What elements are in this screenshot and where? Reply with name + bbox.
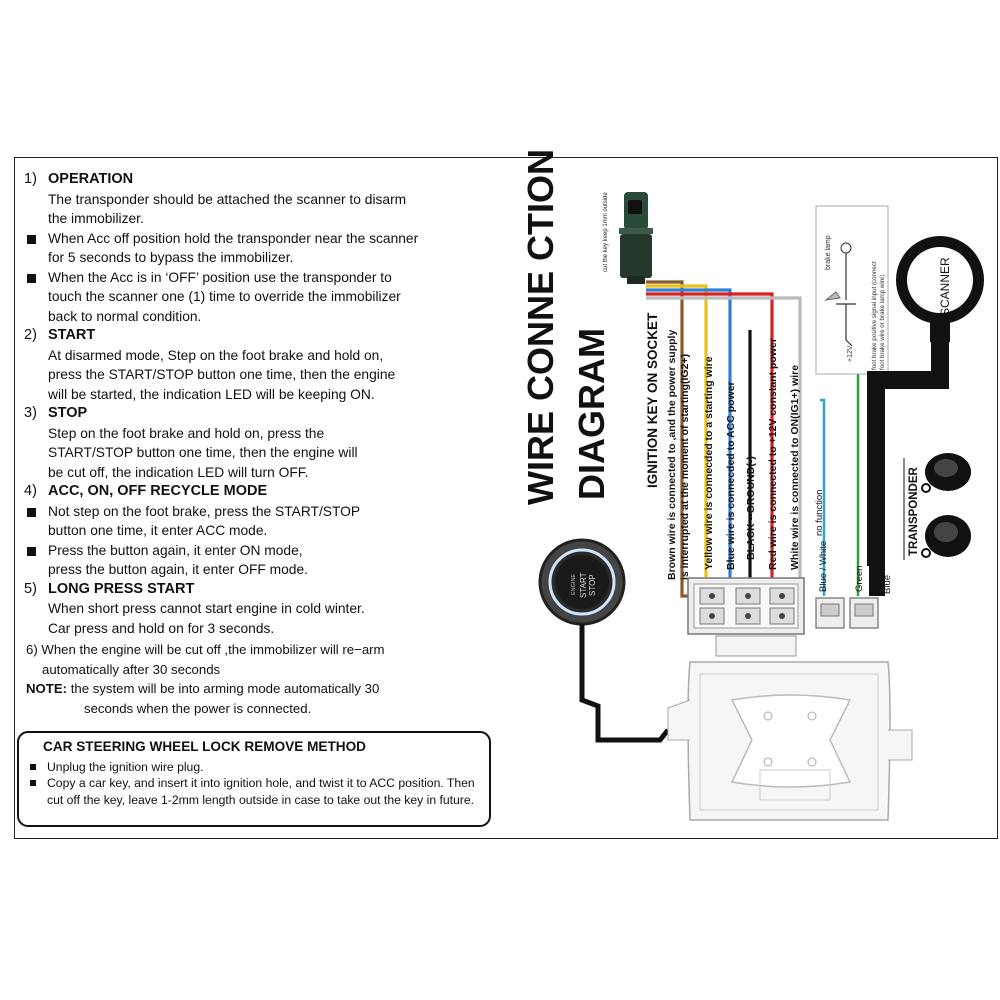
diagram-title-line2: DIAGRAM xyxy=(571,328,612,500)
body-line: press the button again, it enter OFF mod… xyxy=(48,562,308,577)
section-number: 1) xyxy=(24,171,37,187)
section-heading: 3) STOP xyxy=(24,404,504,424)
body-line: button one time, it enter ACC mode. xyxy=(48,523,268,538)
section-number: 3) xyxy=(24,405,37,421)
lock-box-item: Unplug the ignition wire plug. xyxy=(30,759,481,776)
wire-label-brown-2: is interrupted at the moment of starting… xyxy=(679,354,691,580)
label-plus12v: +12V xyxy=(847,345,854,362)
section-title: START xyxy=(48,327,96,343)
label-blue: Blue xyxy=(882,575,893,594)
body-line: back to normal condition. xyxy=(48,308,202,324)
label-foot-brake-2: foot brake wire or brake lamp wire) xyxy=(879,275,886,370)
label-transponder: TRANSPONDER xyxy=(908,466,920,556)
section-title: STOP xyxy=(48,405,88,421)
section-number: 4) xyxy=(24,483,37,499)
body-line: be cut off, the indication LED will turn… xyxy=(48,464,309,480)
label-no-function: no function xyxy=(814,490,825,536)
label-foot-brake-1: foot brake positive signal input (connec… xyxy=(871,261,878,370)
steering-lock-box: CAR STEERING WHEEL LOCK REMOVE METHOD Un… xyxy=(17,731,491,827)
body-line: At disarmed mode, Step on the foot brake… xyxy=(48,347,384,363)
body-line: The transponder should be attached the s… xyxy=(48,191,407,207)
ignition-key-icon xyxy=(619,192,653,284)
section-title: LONG PRESS START xyxy=(48,580,195,597)
label-brake-lamp: brake lamp xyxy=(825,235,832,270)
body-line: the immobilizer. xyxy=(48,211,144,226)
section-title: OPERATION xyxy=(48,171,134,187)
note-line: seconds when the power is connected. xyxy=(84,700,312,716)
diagram-frame xyxy=(14,157,998,839)
diagram-title-line1: WIRE CONNE CTION xyxy=(520,149,561,505)
wire-label-red: Red wire is connected to +12V constant p… xyxy=(767,338,779,570)
note-line: the system will be into arming mode auto… xyxy=(67,681,380,696)
body-line: touch the scanner one (1) time to overri… xyxy=(48,289,401,304)
lock-box-title: CAR STEERING WHEEL LOCK REMOVE METHOD xyxy=(43,739,366,754)
label-blue-white: Blue / White xyxy=(818,541,829,592)
brake-lamp-box xyxy=(815,205,889,375)
control-module xyxy=(667,635,913,821)
body-line: for 5 seconds to bypass the immobilizer. xyxy=(48,250,294,265)
diagram-title: WIRE CONNE CTION xyxy=(520,149,561,505)
lock-box-item: Copy a car key, and insert it into ignit… xyxy=(30,775,481,808)
wire-label-blue: Blue wire is connecded to ACC power xyxy=(725,381,737,570)
section-title: ACC, ON, OFF RECYCLE MODE xyxy=(48,483,268,499)
section-heading: 5) LONG PRESS START xyxy=(24,580,504,600)
wire-labels: Brown wire is connected to ,and the powe… xyxy=(666,330,801,580)
key-caption: cut the key keep 1mm outside xyxy=(603,192,609,272)
wire-label-yellow: Yellow wire is connecded to a starting w… xyxy=(703,356,715,570)
body-line: press the START/STOP button one time, th… xyxy=(48,367,396,382)
wire-label-brown: Brown wire is connected to ,and the powe… xyxy=(666,330,678,580)
wire-label-white: White wire is connected to ON(IG1+) wire xyxy=(789,365,801,570)
item-6-line: automatically after 30 seconds xyxy=(42,661,221,677)
body-line: START/STOP button one time, then the eng… xyxy=(48,445,358,460)
wire-connector-6pin xyxy=(687,577,805,635)
body-line: will be started, the indication LED will… xyxy=(48,386,375,402)
section-heading: 2) START xyxy=(24,326,504,346)
bullet-line: When Acc off position hold the transpond… xyxy=(24,229,504,249)
note: NOTE: the system will be into arming mod… xyxy=(24,679,504,718)
scanner-icon xyxy=(867,236,984,566)
connector-blue-white xyxy=(815,398,845,629)
label-green: Green xyxy=(854,566,865,592)
instructions-panel: 1) OPERATION The transponder should be att… xyxy=(24,170,504,718)
bullet-line: Press the button again, it enter ON mode… xyxy=(24,541,504,561)
ignition-key-label: IGNITION KEY ON SOCKET xyxy=(645,312,660,488)
section-number: 2) xyxy=(24,327,37,343)
wire-label-black: BLACK --GROUND(-) xyxy=(745,456,757,560)
bullet-line: When the Acc is in ‘OFF’ position use th… xyxy=(24,268,504,288)
button-label-stop: STOP xyxy=(588,574,597,596)
label-scanner: SCANNER xyxy=(938,257,952,316)
note-label: NOTE: xyxy=(26,681,68,696)
body-line: When short press cannot start engine in … xyxy=(48,601,365,616)
button-small-label: ENGINE xyxy=(571,574,577,595)
section-number: 5) xyxy=(24,580,37,597)
section-heading: 1) OPERATION xyxy=(24,170,504,190)
start-stop-button-icon xyxy=(538,538,670,743)
bullet-line: Not step on the foot brake, press the ST… xyxy=(24,502,504,522)
body-line: Car press and hold on for 3 seconds. xyxy=(48,620,275,636)
transponder-icon xyxy=(921,453,971,558)
button-label-start: START xyxy=(579,572,588,598)
body-line: Step on the foot brake and hold on, pres… xyxy=(48,425,325,441)
section-heading: 4) ACC, ON, OFF RECYCLE MODE xyxy=(24,482,504,502)
item-6-line: 6) When the engine will be cut off ,the … xyxy=(26,642,385,657)
